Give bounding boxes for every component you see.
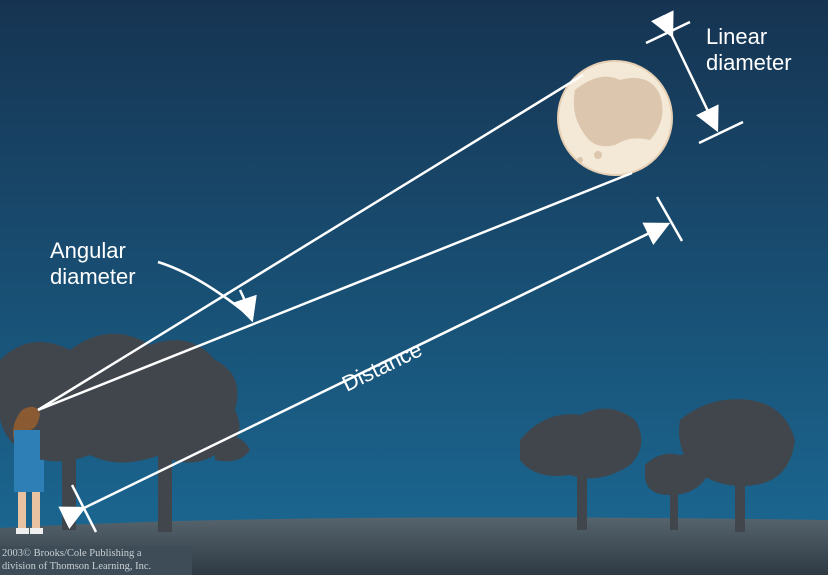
linear-diameter-arrow bbox=[645, 10, 744, 145]
distance-arrow bbox=[58, 196, 684, 533]
angular-label-line1: Angular bbox=[50, 238, 126, 263]
moon bbox=[557, 60, 673, 176]
linear-label-line1: Linear bbox=[706, 24, 768, 49]
copyright-line1: 2003© Brooks/Cole Publishing a bbox=[2, 548, 142, 559]
copyright-line2: division of Thomson Learning, Inc. bbox=[2, 561, 152, 572]
angular-label-line2: diameter bbox=[50, 264, 136, 289]
observer-person bbox=[13, 406, 44, 534]
linear-label-line2: diameter bbox=[706, 50, 792, 75]
copyright-notice: 2003© Brooks/Cole Publishing a division o… bbox=[0, 546, 192, 575]
ground bbox=[0, 517, 828, 575]
